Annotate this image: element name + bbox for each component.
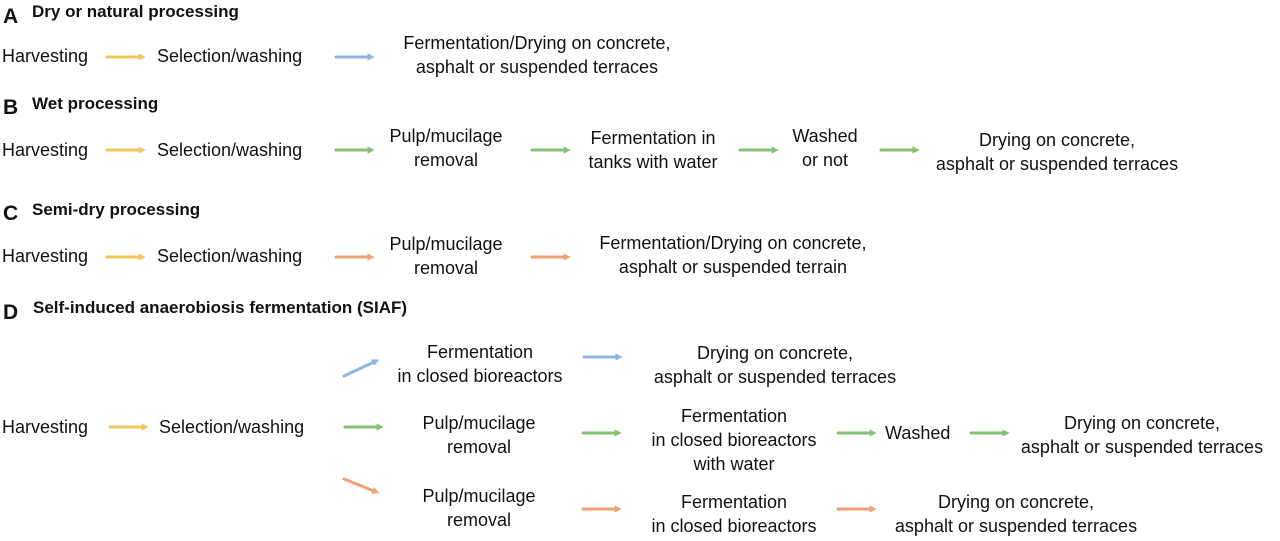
d-mid-drying: Drying on concrete, asphalt or suspended…	[1021, 411, 1263, 459]
c-harvesting: Harvesting	[2, 246, 89, 266]
section-a-title: Dry or natural processing	[32, 2, 239, 21]
d-bot-drying-line1: Drying on concrete,	[937, 492, 1095, 512]
b-pulp-line1: Pulp/mucilage	[389, 126, 503, 146]
d-harvesting: Harvesting	[2, 417, 89, 437]
c-selection-washing: Selection/washing	[157, 246, 303, 266]
d-bot-drying-line2: asphalt or suspended terraces	[894, 516, 1138, 536]
c-fermentation-line2: asphalt or suspended terrain	[618, 257, 848, 277]
section-c-title: Semi-dry processing	[32, 200, 201, 219]
b-harvesting: Harvesting	[2, 140, 89, 160]
b-fermentation-line1: Fermentation in	[590, 128, 716, 148]
d-mid-pulp-line2: removal	[446, 437, 512, 457]
d-top-fermentation: Fermentation in closed bioreactors	[397, 340, 562, 388]
b-fermentation-line2: tanks with water	[588, 152, 718, 172]
a-selection-washing: Selection/washing	[157, 46, 303, 66]
d-bot-drying: Drying on concrete, asphalt or suspended…	[895, 490, 1137, 538]
a-fermentation-line2: asphalt or suspended terraces	[415, 57, 659, 77]
c-pulp-line1: Pulp/mucilage	[389, 234, 503, 254]
section-d-letter: D	[3, 301, 19, 324]
b-selection-washing: Selection/washing	[157, 140, 303, 160]
d-bot-pulp-line2: removal	[446, 510, 512, 530]
d-mid-fermentation-water: Fermentation in closed bioreactors with …	[651, 404, 816, 476]
c-fermentation-line1: Fermentation/Drying on concrete,	[599, 233, 867, 253]
d-bot-pulp-line1: Pulp/mucilage	[422, 486, 536, 506]
b-drying-line1: Drying on concrete,	[978, 130, 1136, 150]
b-washed-line2: or not	[801, 150, 849, 170]
b-washed-or-not: Washed or not	[792, 124, 857, 172]
d-selection-washing: Selection/washing	[159, 417, 305, 437]
a-harvesting: Harvesting	[2, 46, 89, 66]
b-drying: Drying on concrete, asphalt or suspended…	[936, 128, 1178, 176]
c-fermentation-drying: Fermentation/Drying on concrete, asphalt…	[599, 231, 866, 279]
section-b-title: Wet processing	[32, 94, 159, 113]
d-mid-fermentation-line3: with water	[693, 454, 775, 474]
d-mid-washed: Washed	[885, 423, 951, 443]
d-top-drying-line2: asphalt or suspended terraces	[653, 367, 897, 387]
b-fermentation-tanks: Fermentation in tanks with water	[588, 126, 717, 174]
b-pulp-line2: removal	[413, 150, 479, 170]
d-top-fermentation-line1: Fermentation	[426, 342, 534, 362]
d-top-fermentation-line2: in closed bioreactors	[397, 366, 563, 386]
b-pulp-removal: Pulp/mucilage removal	[389, 124, 502, 172]
d-mid-fermentation-line2: in closed bioreactors	[651, 430, 817, 450]
a-fermentation-line1: Fermentation/Drying on concrete,	[403, 33, 671, 53]
section-d-title: Self-induced anaerobiosis fermentation (…	[33, 298, 408, 317]
d-mid-pulp-line1: Pulp/mucilage	[422, 413, 536, 433]
d-bot-pulp-removal: Pulp/mucilage removal	[422, 484, 535, 532]
d-bot-fermentation: Fermentation in closed bioreactors	[651, 490, 816, 538]
arrow-d-selection-to-top-fermentation	[342, 359, 380, 378]
b-washed-line1: Washed	[792, 126, 858, 146]
d-mid-drying-line1: Drying on concrete,	[1063, 413, 1221, 433]
a-fermentation-drying: Fermentation/Drying on concrete, asphalt…	[403, 31, 670, 79]
d-mid-drying-line2: asphalt or suspended terraces	[1020, 437, 1264, 457]
arrow-d-selection-to-bot-pulp	[342, 477, 380, 494]
d-mid-fermentation-line1: Fermentation	[680, 406, 788, 426]
section-a-letter: A	[3, 5, 19, 28]
section-b-letter: B	[3, 96, 19, 119]
d-top-drying: Drying on concrete, asphalt or suspended…	[654, 341, 896, 389]
d-bot-fermentation-line1: Fermentation	[680, 492, 788, 512]
d-bot-fermentation-line2: in closed bioreactors	[651, 516, 817, 536]
b-drying-line2: asphalt or suspended terraces	[935, 154, 1179, 174]
d-mid-pulp-removal: Pulp/mucilage removal	[422, 411, 535, 459]
c-pulp-removal: Pulp/mucilage removal	[389, 232, 502, 280]
d-top-drying-line1: Drying on concrete,	[696, 343, 854, 363]
c-pulp-line2: removal	[413, 258, 479, 278]
section-c-letter: C	[3, 202, 19, 225]
